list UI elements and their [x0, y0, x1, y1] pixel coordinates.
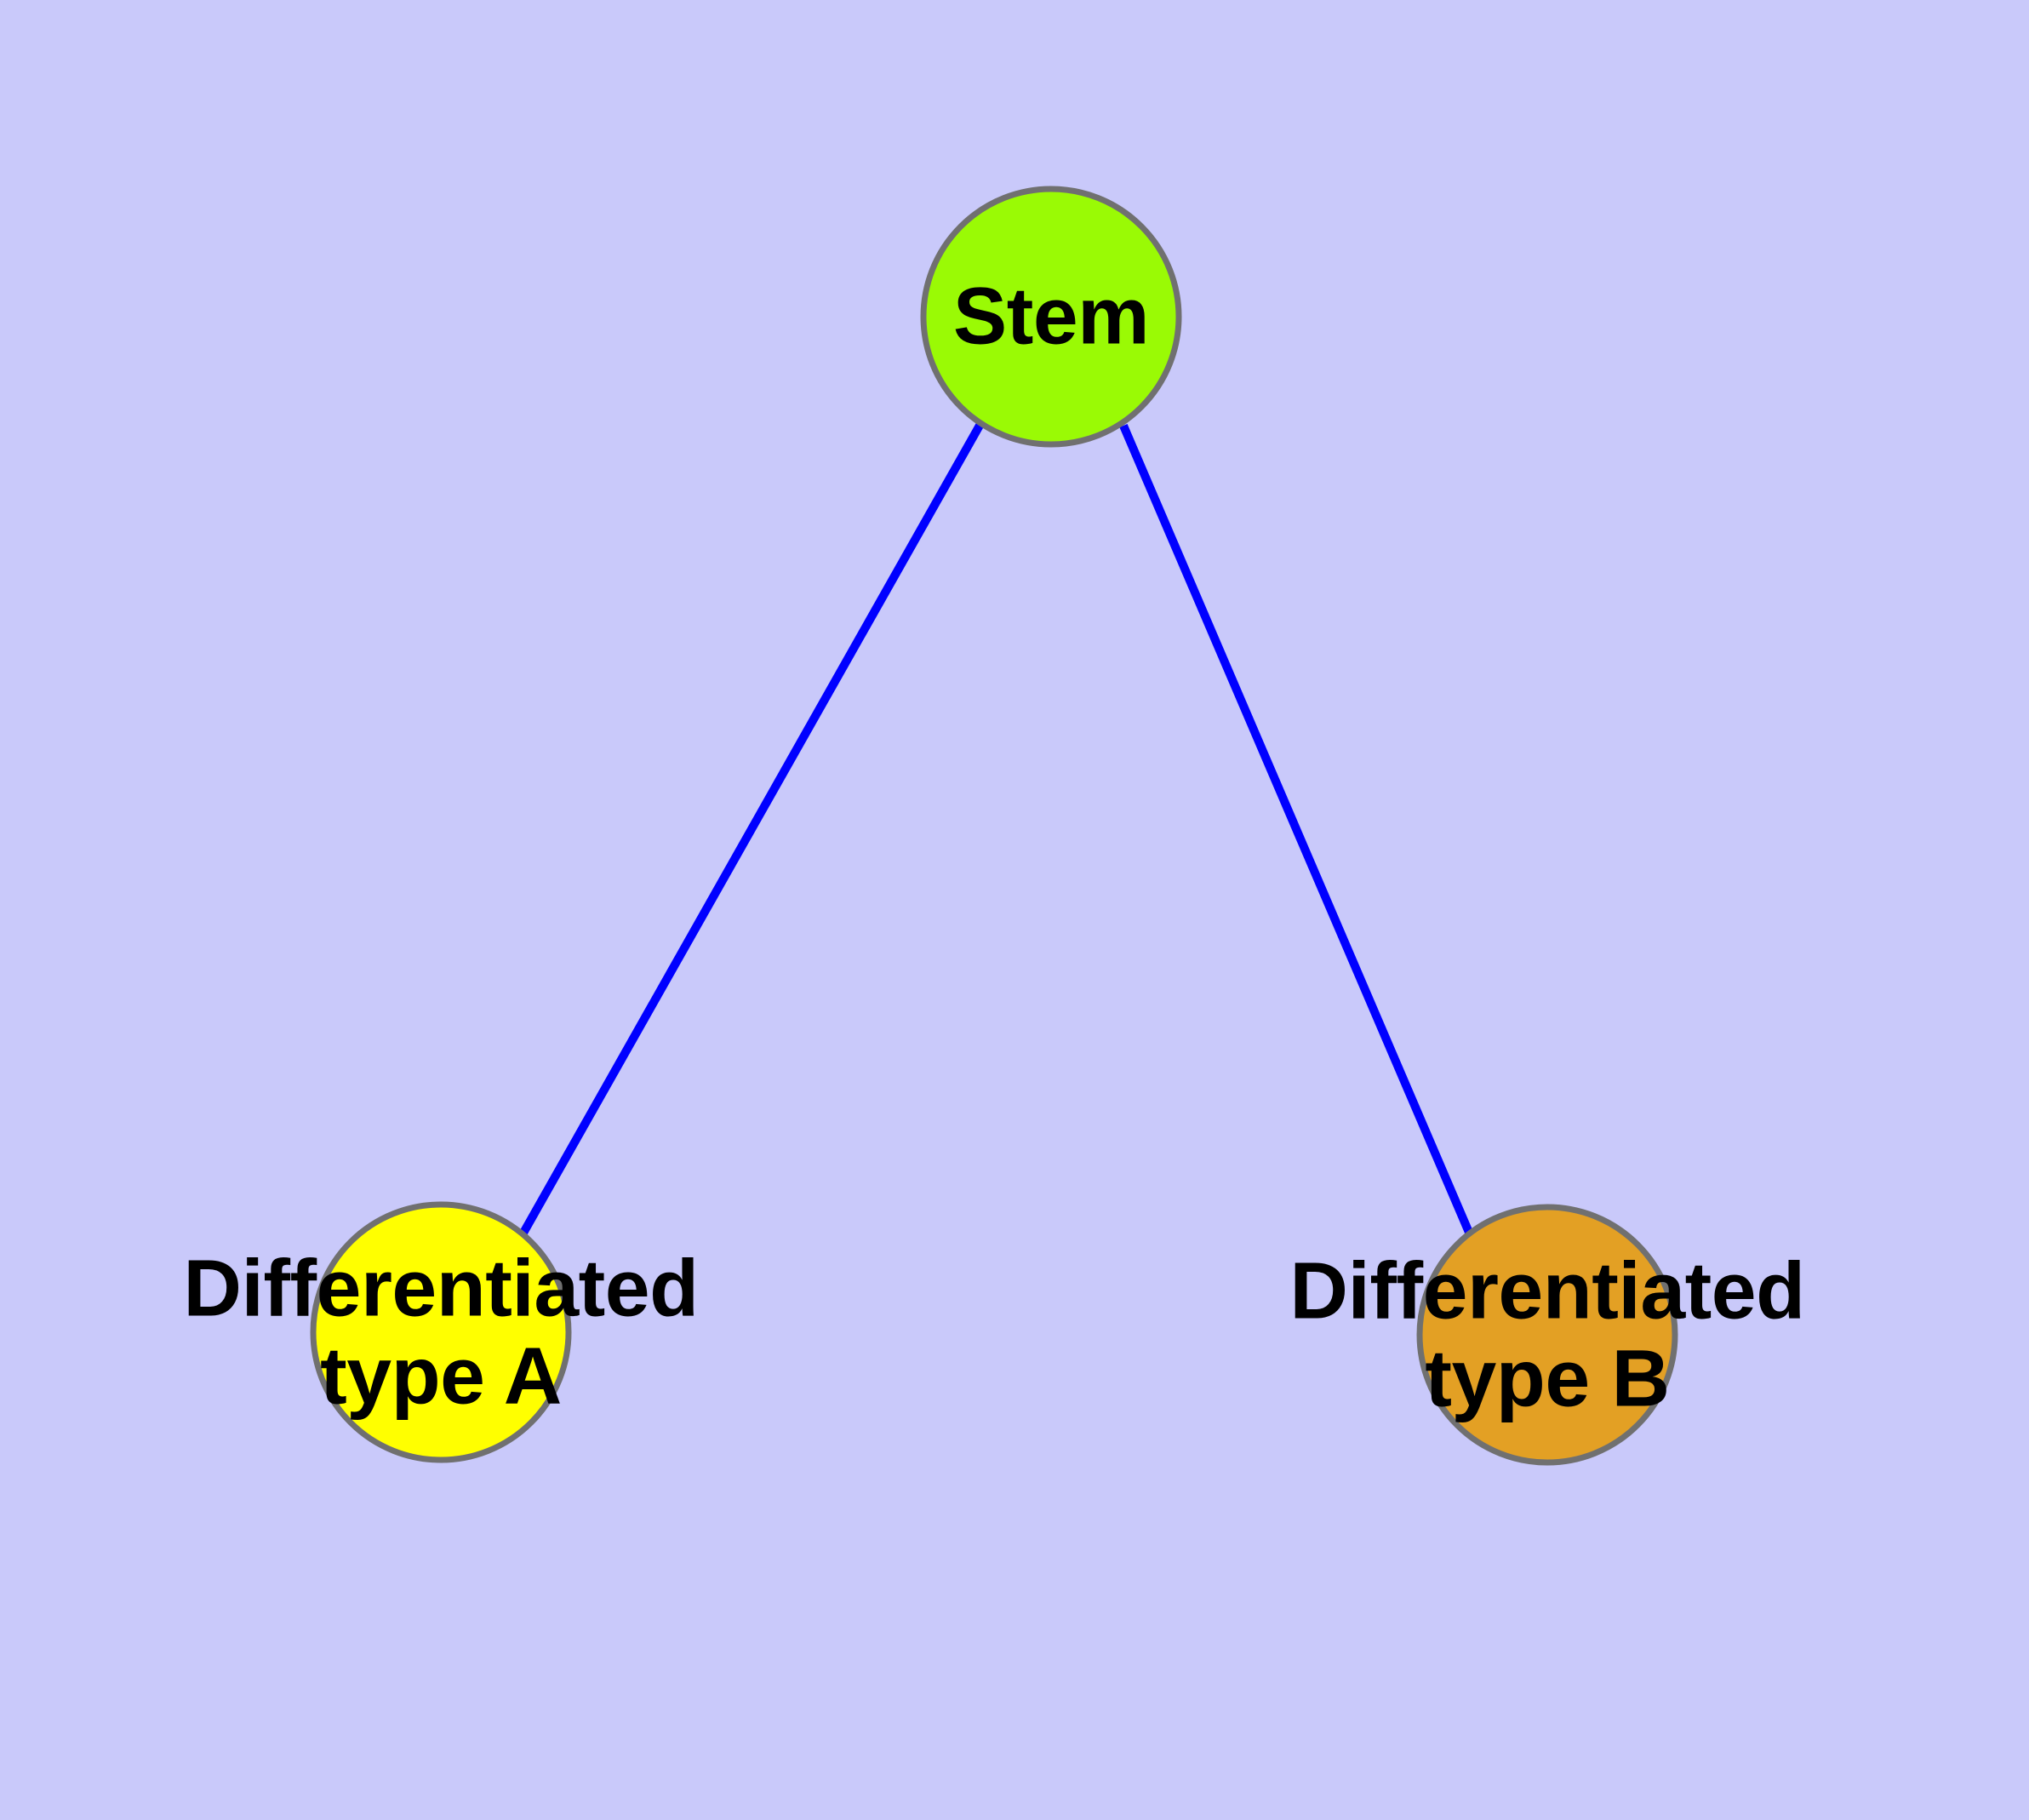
graph-edge-stem-to-a [518, 421, 985, 1237]
node-layer [310, 186, 1678, 1466]
edge-layer [518, 421, 1474, 1237]
graph-node-stem[interactable] [920, 186, 1182, 448]
graph-node-diff_b[interactable] [1416, 1204, 1678, 1466]
graph-node-diff_a[interactable] [310, 1201, 572, 1463]
graph-edge-stem-to-b [1119, 424, 1474, 1236]
